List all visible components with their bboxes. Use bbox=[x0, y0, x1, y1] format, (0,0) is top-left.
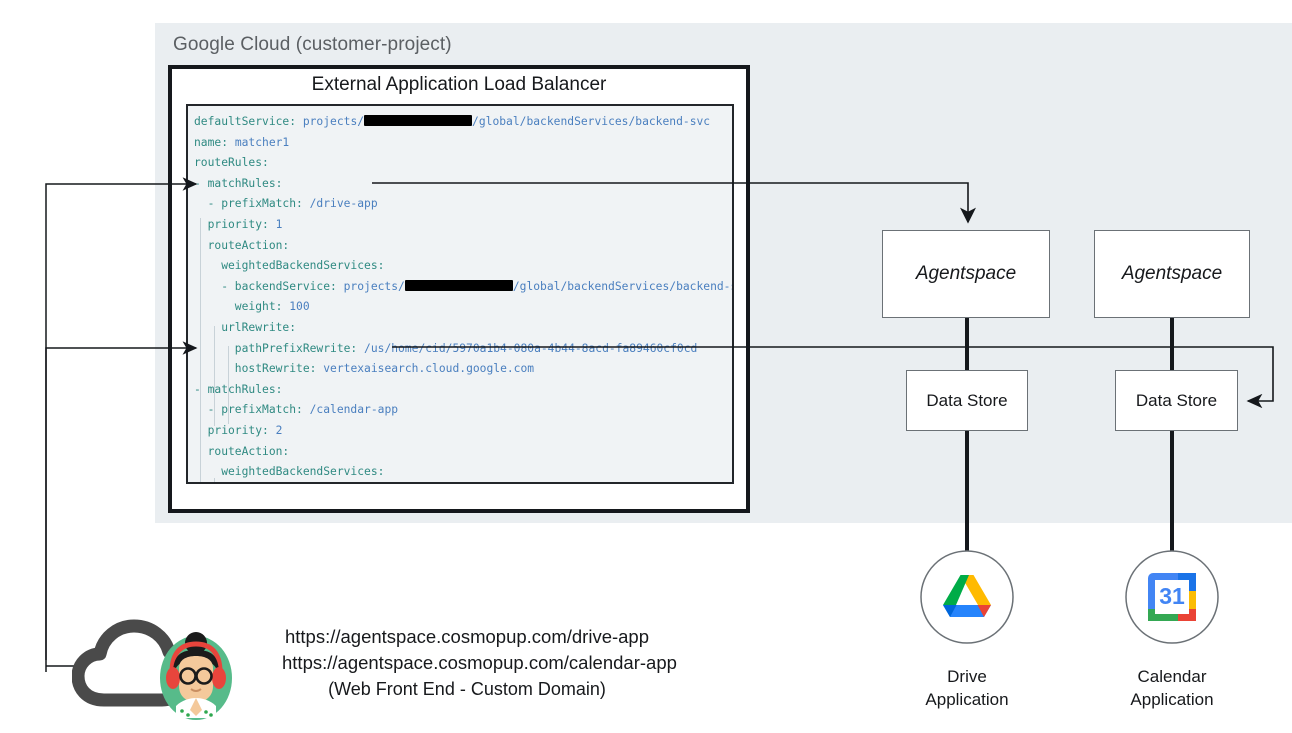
load-balancer-title: External Application Load Balancer bbox=[311, 74, 607, 95]
yaml-key: weight: bbox=[194, 300, 283, 314]
yaml-key: urlRewrite: bbox=[194, 320, 297, 334]
wire-calendar-prefix-to-data-store bbox=[392, 346, 1274, 409]
url-map-yaml-code-block: defaultService: projects/ /global/backend… bbox=[186, 104, 734, 484]
yaml-line: weightedBackendServices: bbox=[194, 256, 732, 277]
redacted-project-id bbox=[404, 279, 513, 291]
user-cloud-group bbox=[71, 612, 257, 720]
yaml-value: 100 bbox=[282, 300, 310, 314]
yaml-line: name: matcher1 bbox=[194, 133, 732, 154]
frontend-urls: https://agentspace.cosmopup.com/drive-ap… bbox=[282, 624, 677, 702]
yaml-key: weightedBackendServices: bbox=[194, 259, 385, 273]
google-calendar-icon: 31 bbox=[1148, 573, 1196, 621]
url-drive-app[interactable]: https://agentspace.cosmopup.com/drive-ap… bbox=[284, 626, 650, 647]
yaml-value: /calendar-app bbox=[302, 403, 399, 417]
drive-caption-line-2: Application bbox=[925, 690, 1009, 709]
wire-drive-prefix-to-agentspace bbox=[372, 182, 976, 224]
yaml-key: - matchRules: bbox=[194, 382, 283, 396]
calendar-caption-line-2: Application bbox=[1130, 690, 1214, 709]
yaml-line: routeAction: bbox=[194, 442, 732, 463]
yaml-key: defaultService: bbox=[194, 115, 297, 128]
indent-guide bbox=[200, 218, 201, 482]
yaml-line: urlRewrite: bbox=[194, 318, 732, 339]
wire-user-to-calendar-prefix bbox=[45, 341, 198, 660]
google-cloud-panel-title: Google Cloud (customer-project) bbox=[173, 34, 452, 55]
yaml-key: routeAction: bbox=[194, 238, 290, 252]
yaml-key: priority: bbox=[194, 217, 269, 231]
google-drive-icon bbox=[943, 575, 991, 617]
yaml-line: pathPrefixRewrite: /us/home/cid/5970a1b4… bbox=[194, 339, 732, 360]
yaml-value: /drive-app bbox=[302, 197, 378, 211]
indent-guide bbox=[228, 346, 229, 424]
indent-guide bbox=[214, 326, 215, 426]
yaml-key: pathPrefixRewrite: bbox=[194, 341, 358, 355]
yaml-key: routeRules: bbox=[194, 156, 269, 170]
redacted-project-id bbox=[364, 115, 473, 126]
data-store-node-calendar[interactable]: Data Store bbox=[1115, 370, 1238, 431]
yaml-value: projects/ bbox=[336, 279, 405, 293]
yaml-value: 1 bbox=[268, 217, 283, 231]
yaml-key: - backendService: bbox=[194, 279, 337, 293]
yaml-line: hostRewrite: vertexaisearch.cloud.google… bbox=[194, 359, 732, 380]
yaml-line: - prefixMatch: /drive-app bbox=[194, 194, 732, 215]
yaml-key: weightedBackendServices: bbox=[194, 465, 385, 479]
cloud-user-icon bbox=[71, 619, 232, 720]
yaml-line: - prefixMatch: /calendar-app bbox=[194, 400, 732, 421]
data-store-node-drive[interactable]: Data Store bbox=[906, 370, 1028, 431]
calendar-application-icon-circle[interactable]: 31 bbox=[1125, 550, 1219, 644]
yaml-line: defaultService: projects/ /global/backend… bbox=[194, 112, 732, 133]
yaml-key: name: bbox=[194, 135, 229, 149]
user-avatar-icon bbox=[160, 632, 232, 720]
drive-application-caption: Drive Application bbox=[877, 665, 1057, 711]
yaml-code-lines: defaultService: projects/ /global/backend… bbox=[188, 106, 734, 482]
yaml-value: /us/home/cid/5970a1b4-080a-4b44-8acd-fa8… bbox=[357, 341, 698, 355]
yaml-line: weightedBackendServices: bbox=[194, 462, 732, 482]
frontend-subtitle: (Web Front End - Custom Domain) bbox=[328, 679, 606, 699]
calendar-application-caption: Calendar Application bbox=[1082, 665, 1262, 711]
yaml-line: priority: 2 bbox=[194, 421, 732, 442]
yaml-value-tail: /global/backendServices/backend-svc bbox=[472, 115, 711, 128]
wire-user-to-drive-prefix bbox=[45, 177, 198, 672]
yaml-key: - prefixMatch: bbox=[194, 197, 303, 211]
indent-guide bbox=[214, 478, 215, 482]
yaml-line: priority: 1 bbox=[194, 215, 732, 236]
yaml-line: routeAction: bbox=[194, 236, 732, 257]
yaml-key: - prefixMatch: bbox=[194, 403, 303, 417]
drive-application-icon-circle[interactable] bbox=[920, 550, 1014, 644]
agentspace-node-drive[interactable]: Agentspace bbox=[882, 230, 1050, 318]
yaml-key: priority: bbox=[194, 423, 269, 437]
agentspace-node-calendar[interactable]: Agentspace bbox=[1094, 230, 1250, 318]
yaml-line: - backendService: projects/ /global/backe… bbox=[194, 277, 734, 298]
yaml-line: routeRules: bbox=[194, 153, 732, 174]
yaml-value-tail: /global/backendServices/backend-svc bbox=[512, 279, 734, 293]
url-calendar-app[interactable]: https://agentspace.cosmopup.com/calendar… bbox=[282, 652, 677, 673]
yaml-value: vertexaisearch.cloud.google.com bbox=[316, 362, 535, 376]
yaml-line: weight: 100 bbox=[194, 297, 732, 318]
agentspace-2-label: Agentspace bbox=[1121, 263, 1223, 284]
yaml-line: - matchRules: bbox=[194, 380, 732, 401]
agentspace-1-label: Agentspace bbox=[915, 263, 1017, 284]
data-store-2-label: Data Store bbox=[1135, 390, 1218, 410]
yaml-value: projects/ bbox=[296, 115, 365, 128]
data-store-1-label: Data Store bbox=[926, 390, 1008, 410]
calendar-icon-day: 31 bbox=[1159, 583, 1185, 609]
drive-caption-line-1: Drive bbox=[947, 667, 987, 686]
yaml-value: 2 bbox=[268, 423, 283, 437]
yaml-value: matcher1 bbox=[228, 135, 290, 149]
calendar-caption-line-1: Calendar bbox=[1137, 667, 1207, 686]
yaml-key: hostRewrite: bbox=[194, 362, 317, 376]
yaml-key: routeAction: bbox=[194, 444, 290, 458]
